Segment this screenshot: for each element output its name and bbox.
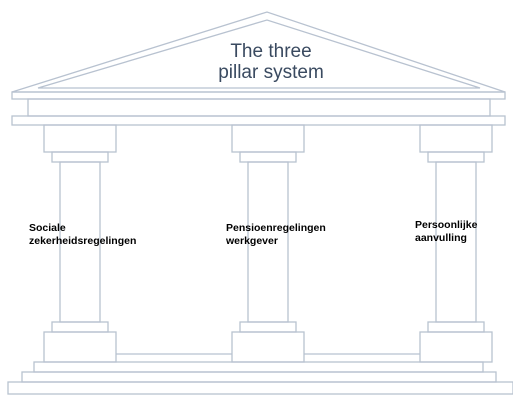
pillar-right-label-line2: aanvulling: [415, 232, 467, 244]
diagram-title-line1: The three: [230, 41, 311, 62]
base-step-top: [33, 361, 484, 373]
diagram-title-line2: pillar system: [218, 62, 324, 83]
pillar-middle: [231, 124, 305, 363]
base-step-middle: [21, 371, 497, 383]
pillar-left-label-line1: Sociale: [29, 222, 66, 234]
pillar-middle-label-line1: Pensioenregelingen: [226, 222, 326, 234]
entablature-bottom: [11, 115, 506, 126]
base-step-bottom: [7, 381, 513, 395]
roof-inner: [37, 19, 481, 89]
pillar-left-label-line2: zekerheidsregelingen: [29, 235, 136, 247]
pillar-middle-label-line2: werkgever: [225, 235, 278, 247]
entablature-middle: [27, 98, 491, 117]
pillar-right-label-line1: Persoonlijke: [415, 219, 478, 231]
entablature-top: [11, 91, 506, 100]
